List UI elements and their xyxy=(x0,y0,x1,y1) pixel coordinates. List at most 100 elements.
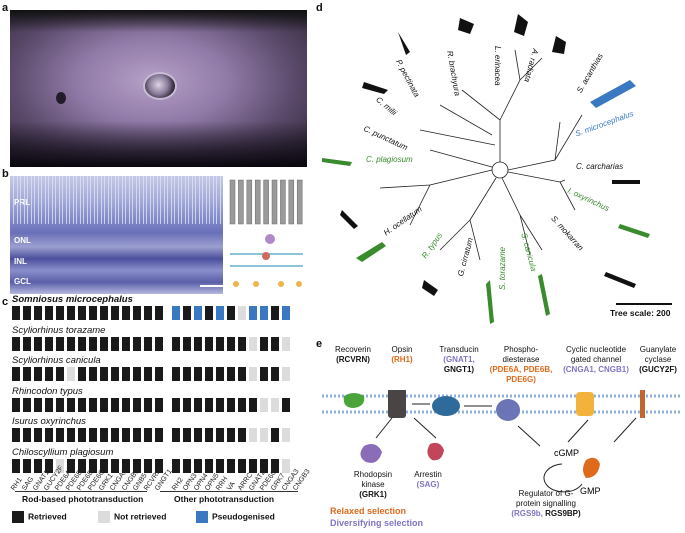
gene-cell xyxy=(238,337,246,351)
gene-cell xyxy=(194,367,202,381)
onl-label: ONL xyxy=(14,236,31,245)
gene-cell xyxy=(12,428,20,442)
gene-cell xyxy=(45,337,53,351)
photoreceptor-stripe xyxy=(83,176,84,224)
gene-cell xyxy=(56,306,64,320)
gene-cell xyxy=(172,398,180,412)
gene-cell xyxy=(260,306,268,320)
prl-label: PRL xyxy=(14,198,30,207)
gene-cell xyxy=(282,306,290,320)
gene-cell xyxy=(12,459,20,473)
gene-cell xyxy=(133,459,141,473)
gene-cell xyxy=(45,459,53,473)
photoreceptor-stripe xyxy=(216,176,217,224)
legend-relaxed: Relaxed selection xyxy=(330,506,407,516)
photoreceptor-stripe xyxy=(69,176,70,224)
photoreceptor-stripe xyxy=(16,176,18,224)
gene-cell xyxy=(155,398,163,412)
gene-cell xyxy=(271,459,279,473)
gene-cell xyxy=(78,428,86,442)
gene-cell xyxy=(249,459,257,473)
photoreceptor-stripe xyxy=(167,176,168,224)
panel-b-label: b xyxy=(2,168,9,180)
gene-cell xyxy=(194,428,202,442)
gene-cell xyxy=(172,337,180,351)
gene-cell xyxy=(271,306,279,320)
photoreceptor-stripe xyxy=(72,176,74,224)
photoreceptor-stripe xyxy=(97,176,98,224)
gene-cell xyxy=(78,398,86,412)
gene-cell xyxy=(23,367,31,381)
photoreceptor-stripe xyxy=(177,176,179,224)
gene-cell xyxy=(144,306,152,320)
photoreceptor-stripe xyxy=(107,176,109,224)
rgs-label: Regulator of G-protein signalling(RGS9b,… xyxy=(511,489,581,518)
nostril xyxy=(56,92,66,104)
gene-cell xyxy=(67,337,75,351)
gene-cell xyxy=(227,306,235,320)
gene-cell xyxy=(216,428,224,442)
gene-cell xyxy=(23,306,31,320)
gene-cell xyxy=(34,306,42,320)
gene-cell xyxy=(78,337,86,351)
other-group-label: Other phototransduction xyxy=(174,494,275,504)
photoreceptor-stripe xyxy=(111,176,112,224)
gene-cell xyxy=(227,367,235,381)
gene-cell xyxy=(183,428,191,442)
gene-cell xyxy=(238,306,246,320)
opsin-label: Opsin(RH1) xyxy=(391,345,413,364)
photoreceptor-stripe xyxy=(202,176,203,224)
gene-cell xyxy=(133,428,141,442)
photoreceptor-stripe xyxy=(219,176,221,224)
gene-cell xyxy=(12,398,20,412)
gene-cell xyxy=(238,428,246,442)
gene-cell xyxy=(89,367,97,381)
gene-cell xyxy=(34,398,42,412)
gene-cell xyxy=(260,459,268,473)
photoreceptor-stripe xyxy=(118,176,119,224)
photoreceptor-stripe xyxy=(195,176,196,224)
gene-label: RH1 xyxy=(10,476,24,493)
photoreceptor-stripe xyxy=(121,176,123,224)
gene-cell xyxy=(155,337,163,351)
arrestin-label: Arrestin(SAG) xyxy=(414,470,442,489)
gene-cell xyxy=(56,459,64,473)
gene-cell xyxy=(111,459,119,473)
gene-cell xyxy=(12,306,20,320)
photoreceptor-stripe xyxy=(41,176,42,224)
gene-cell xyxy=(133,367,141,381)
gene-cell xyxy=(155,367,163,381)
gene-cell xyxy=(238,459,246,473)
gene-cell xyxy=(100,398,108,412)
gene-cell xyxy=(183,398,191,412)
photoreceptor-stripe xyxy=(104,176,105,224)
gene-label: RH2 xyxy=(170,476,185,493)
gene-cell xyxy=(172,367,180,381)
gene-cell xyxy=(194,306,202,320)
gene-cell xyxy=(172,306,180,320)
gene-cell xyxy=(122,398,130,412)
gene-cell xyxy=(34,337,42,351)
gmp-label: GMP xyxy=(580,486,601,496)
gene-cell xyxy=(282,428,290,442)
gene-cell xyxy=(183,337,191,351)
gene-cell xyxy=(205,398,213,412)
photoreceptor-stripe xyxy=(27,176,28,224)
gene-cell xyxy=(23,459,31,473)
gene-cell xyxy=(122,337,130,351)
gene-cell xyxy=(260,367,268,381)
gene-cell xyxy=(67,398,75,412)
gene-cell xyxy=(183,367,191,381)
photoreceptor-stripe xyxy=(139,176,140,224)
gene-cell xyxy=(34,367,42,381)
gene-cell xyxy=(100,337,108,351)
gene-cell xyxy=(111,367,119,381)
photoreceptor-stripe xyxy=(163,176,165,224)
photoreceptor-stripe xyxy=(198,176,200,224)
gene-cell xyxy=(216,306,224,320)
gene-cell xyxy=(205,428,213,442)
gene-cell xyxy=(227,428,235,442)
species-name: Scyliorhinus canicula xyxy=(12,355,101,366)
photoreceptor-stripe xyxy=(181,176,182,224)
photoreceptor-stripe xyxy=(58,176,60,224)
